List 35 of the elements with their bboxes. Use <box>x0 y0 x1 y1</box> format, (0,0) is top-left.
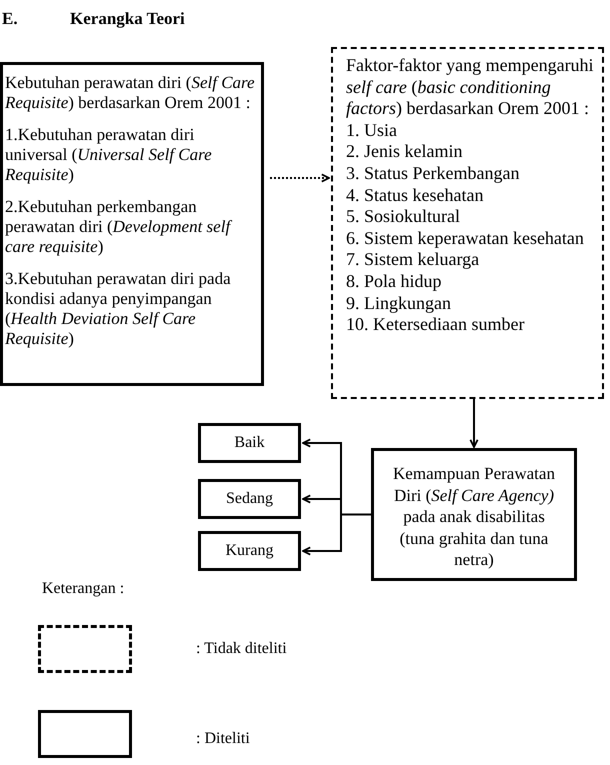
list-item: 2. Jenis kelamin <box>346 141 464 163</box>
legend-sample <box>38 710 132 758</box>
dotted-arrow <box>270 174 330 182</box>
node-text: 2.Kebutuhan perkembangan perawatan diri (Development self care requisite) <box>5 197 234 257</box>
outcome-box <box>198 531 301 571</box>
node-text: Sedang <box>226 489 274 509</box>
legend-text: : Tidak diteliti <box>196 639 287 659</box>
list-item: 4. Status kesehatan <box>346 184 484 206</box>
title: Kerangka Teori <box>70 8 185 30</box>
node-text: Kebutuhan perawatan diri (Self Care Requisite) berdasarkan Orem 2001 : <box>5 73 256 113</box>
node-text: Kemampuan Perawatan Diri (Self Care Agency) pada anak disabilitas (tuna grahita dan tuna netra) <box>392 463 556 570</box>
section-letter: E. <box>2 8 18 30</box>
outcome-box <box>198 423 301 463</box>
node-text: Baik <box>234 433 265 453</box>
legend-text: : Diteliti <box>196 729 250 749</box>
outcome-box <box>198 479 301 519</box>
arrow <box>470 399 478 448</box>
list-item: 3. Status Perkembangan <box>346 162 520 185</box>
list-item: 7. Sistem keluarga <box>346 249 480 271</box>
list-item: 8. Pola hidup <box>346 270 443 293</box>
legend-sample <box>38 625 132 673</box>
node-text: Kurang <box>226 541 274 561</box>
list-item: 1. Usia <box>346 120 398 142</box>
requisite-box <box>0 62 264 386</box>
agency-box <box>371 448 577 581</box>
list-item: 10. Ketersediaan sumber <box>346 314 526 336</box>
list-item: 5. Sosiokultural <box>346 206 462 228</box>
arrow <box>302 514 371 556</box>
node-text: 1.Kebutuhan perawatan diri universal (Universal Self Care Requisite) <box>5 125 213 185</box>
list-item: 9. Lingkungan <box>346 292 452 314</box>
list-item: 6. Sistem keperawatan kesehatan <box>346 228 585 250</box>
node-text: Faktor-faktor yang mempengaruhi self care (basic conditioning factors) berdasarkan Orem 2001 : <box>346 55 594 120</box>
node-text: 3.Kebutuhan perawatan diri pada kondisi adanya penyimpangan (Health Deviation Self Care Requisite) <box>5 269 232 349</box>
legend-title: Keterangan : <box>42 579 124 599</box>
factor-box <box>331 47 604 399</box>
